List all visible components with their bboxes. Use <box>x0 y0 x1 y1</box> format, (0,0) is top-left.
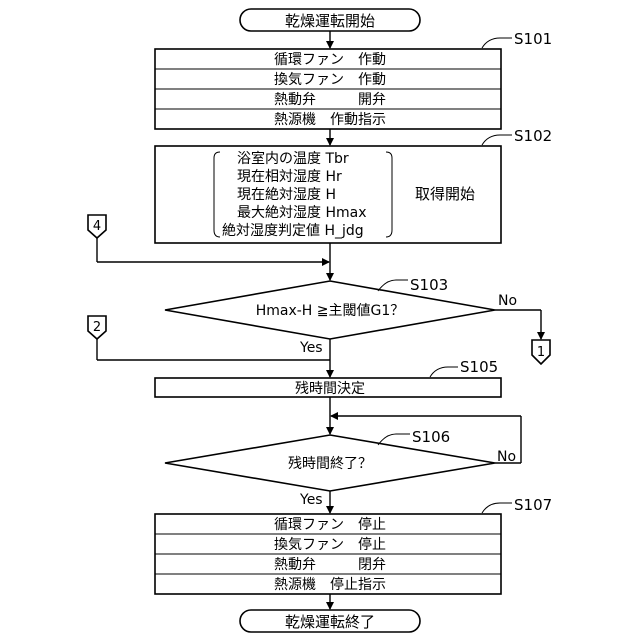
s101-row: 換気ファン 作動 <box>274 72 386 88</box>
s107-row: 循環ファン 停止 <box>274 516 386 533</box>
s102-step-label: S102 <box>514 127 552 145</box>
s101-row: 循環ファン 作動 <box>274 52 386 68</box>
connector-2-label: 2 <box>93 320 101 335</box>
s107-process-box: 循環ファン 停止 換気ファン 停止 熱動弁 閉弁 熱源機 停止指示 <box>155 514 501 594</box>
s107-row: 熱動弁 閉弁 <box>274 557 386 573</box>
s101-process-box: 循環ファン 作動 換気ファン 作動 熱動弁 開弁 熱源機 作動指示 <box>155 49 501 129</box>
s105-step-label: S105 <box>460 358 498 376</box>
s107-leader <box>482 503 512 513</box>
connector-1: 1 <box>532 340 550 364</box>
s102-item: 絶対湿度判定値 H_jdg <box>222 223 364 239</box>
s101-leader <box>482 38 512 48</box>
s102-process-box: 浴室内の温度 Tbr 現在相対湿度 Hr 現在絶対湿度 H 最大絶対湿度 Hma… <box>155 146 501 243</box>
start-terminal: 乾燥運転開始 <box>240 9 420 31</box>
s106-condition: 残時間終了？ <box>288 456 372 472</box>
s103-condition: Hmax-H ≧主閾値G1？ <box>256 303 405 319</box>
s106-yes-label: Yes <box>299 492 323 508</box>
s102-action: 取得開始 <box>415 185 475 203</box>
s103-no-label: No <box>498 293 517 309</box>
s101-row: 熱源機 作動指示 <box>274 112 386 128</box>
s101-step-label: S101 <box>514 30 552 48</box>
end-label: 乾燥運転終了 <box>285 613 375 631</box>
s107-row: 熱源機 停止指示 <box>274 576 386 593</box>
s106-step-label: S106 <box>412 428 450 446</box>
s103-yes-label: Yes <box>299 340 323 356</box>
s105-leader <box>430 367 458 377</box>
end-terminal: 乾燥運転終了 <box>240 610 420 632</box>
s107-row: 換気ファン 停止 <box>274 536 386 553</box>
s102-item: 浴室内の温度 Tbr <box>237 150 349 167</box>
s101-row: 熱動弁 開弁 <box>274 92 386 108</box>
connector-2: 2 <box>88 316 106 339</box>
s102-item: 現在絶対湿度 H <box>237 187 336 203</box>
s103-step-label: S103 <box>410 276 448 294</box>
s102-leader <box>482 135 512 145</box>
s102-item: 最大絶対湿度 Hmax <box>237 205 366 221</box>
s103-leader <box>378 280 408 291</box>
connector-1-label: 1 <box>537 345 545 360</box>
s105-text: 残時間決定 <box>295 381 365 397</box>
s105-process-box: 残時間決定 <box>155 378 501 397</box>
connector-4: 4 <box>88 215 106 238</box>
s107-step-label: S107 <box>514 496 552 514</box>
connector-4-label: 4 <box>93 219 101 234</box>
s106-no-label: No <box>497 449 516 465</box>
s102-item: 現在相対湿度 Hr <box>237 169 342 185</box>
start-label: 乾燥運転開始 <box>285 12 375 30</box>
